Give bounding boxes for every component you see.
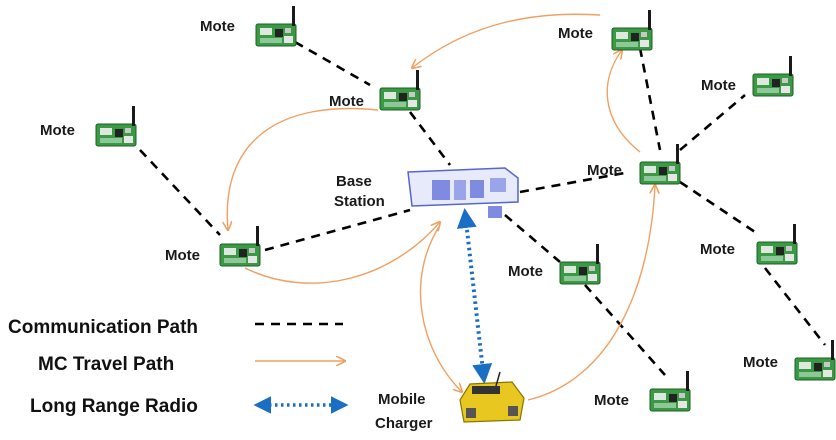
mote-board-icon bbox=[756, 223, 798, 265]
mote-m5: Mote bbox=[558, 9, 653, 51]
mobile-charger-label-line1: Mobile bbox=[378, 391, 426, 408]
mote-label: Mote bbox=[587, 162, 622, 179]
travel-path bbox=[412, 13, 601, 68]
mote-board-icon bbox=[219, 225, 261, 267]
mote-label: Mote bbox=[329, 93, 364, 110]
mote-label: Mote bbox=[200, 18, 235, 35]
long-range-radio-link bbox=[456, 208, 493, 384]
mote-board-icon bbox=[559, 243, 601, 285]
comm-path bbox=[504, 214, 561, 263]
mote-m4: Mote bbox=[165, 225, 261, 267]
legend-radio-label: Long Range Radio bbox=[30, 396, 198, 417]
comm-path bbox=[408, 111, 452, 166]
comm-path bbox=[584, 284, 666, 376]
mobile-charger-label-line2: Charger bbox=[375, 415, 433, 432]
communication-paths bbox=[139, 40, 827, 376]
mote-m2: Mote bbox=[329, 69, 421, 111]
mote-label: Mote bbox=[558, 25, 593, 42]
mote-label: Mote bbox=[701, 77, 736, 94]
travel-path bbox=[527, 185, 655, 401]
mote-m7: Mote bbox=[587, 143, 681, 185]
legend-travel-label: MC Travel Path bbox=[38, 354, 174, 375]
mote-board-icon bbox=[752, 55, 794, 97]
base-station: Base Station bbox=[334, 167, 519, 218]
mote-m11: Mote bbox=[594, 370, 691, 412]
mote-m3: Mote bbox=[40, 105, 137, 147]
mote-board-icon bbox=[794, 339, 836, 381]
mote-m6: Mote bbox=[701, 55, 794, 97]
legend-communication-label: Communication Path bbox=[8, 317, 198, 338]
mote-board-icon bbox=[649, 370, 691, 412]
mote-label: Mote bbox=[594, 392, 629, 409]
mote-label: Mote bbox=[165, 247, 200, 264]
mote-board-icon bbox=[379, 69, 421, 111]
comm-path bbox=[679, 94, 746, 151]
mc-travel-paths bbox=[227, 13, 655, 401]
mote-m9: Mote bbox=[508, 243, 601, 285]
comm-path bbox=[139, 149, 221, 236]
mote-board-icon bbox=[95, 105, 137, 147]
mote-label: Mote bbox=[743, 354, 778, 371]
mote-label: Mote bbox=[508, 263, 543, 280]
legend: Communication Path MC Travel Path Long R… bbox=[8, 317, 349, 417]
mote-label: Mote bbox=[700, 241, 735, 258]
travel-path bbox=[419, 224, 462, 392]
comm-path bbox=[679, 180, 756, 234]
mote-m8: Mote bbox=[700, 223, 798, 265]
comm-path bbox=[294, 40, 371, 87]
comm-path bbox=[264, 208, 411, 252]
mote-m1: Mote bbox=[200, 5, 297, 47]
mote-board-icon bbox=[611, 9, 653, 51]
mote-m10: Mote bbox=[743, 339, 836, 381]
travel-path bbox=[606, 50, 641, 153]
base-station-label-line2: Station bbox=[334, 193, 385, 210]
robot-icon bbox=[459, 371, 525, 423]
comm-path bbox=[519, 170, 631, 194]
mote-board-icon bbox=[255, 5, 297, 47]
mobile-charger: Mobile Charger bbox=[375, 371, 525, 432]
base-station-icon bbox=[407, 167, 519, 218]
comm-path bbox=[638, 47, 662, 151]
base-station-label-line1: Base bbox=[336, 173, 372, 190]
mote-label: Mote bbox=[40, 122, 75, 139]
comm-path bbox=[763, 267, 827, 346]
travel-path bbox=[244, 222, 440, 284]
travel-path bbox=[227, 107, 379, 231]
